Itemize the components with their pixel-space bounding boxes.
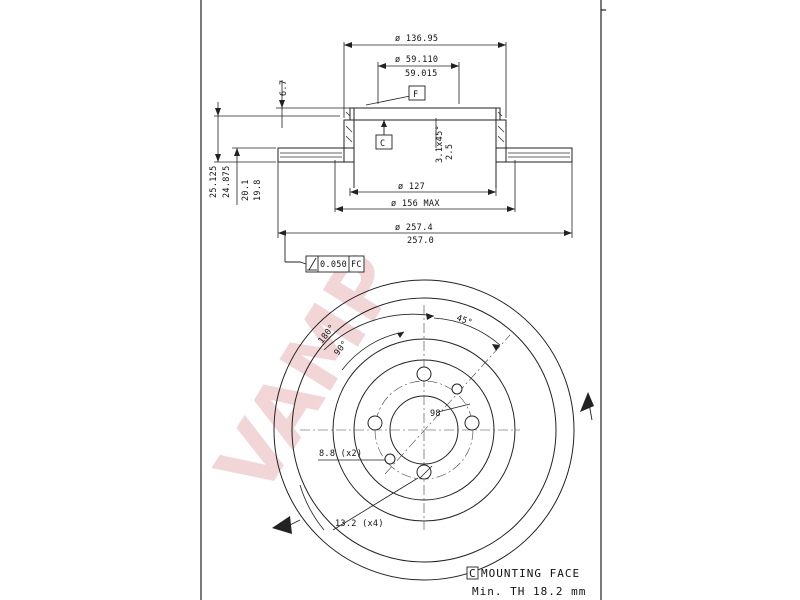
dim-chamfer-b: 2.5: [445, 144, 455, 160]
bolt-hole-top: [416, 366, 432, 382]
dim-height-d: 19.8: [253, 179, 263, 201]
dim-vent-dia: ø 156 MAX: [391, 199, 440, 209]
small-hole-b: [384, 453, 396, 465]
bolt-hole-bottom: [416, 464, 432, 480]
tolerance-ref: FC: [351, 260, 362, 270]
bolt-hole-dim: 13.2 (x4): [335, 519, 384, 529]
dim-hub-dia: ø 127: [398, 182, 425, 192]
section-view: [214, 42, 573, 273]
datum-c-label: C: [380, 139, 385, 149]
front-view: [272, 279, 594, 581]
min-thickness-label: Min. TH 18.2 mm: [472, 585, 586, 598]
tolerance-value: 0.050: [320, 260, 347, 270]
dim-height-c: 20.1: [241, 179, 251, 201]
drawing-frame: [200, 0, 606, 600]
bolt-hole-right: [464, 415, 480, 431]
notes: C MOUNTING FACE Min. TH 18.2 mm: [466, 566, 586, 598]
angle-45: 45°: [455, 313, 474, 328]
small-hole-a: [451, 383, 463, 395]
mounting-face-label: MOUNTING FACE: [481, 567, 580, 580]
front-dimensions: 180° 90° 45° 98 8.8 (x2) 13.2 (x4): [316, 313, 473, 529]
friction-outer-ring: [291, 297, 557, 563]
pcd-dim: 98: [430, 409, 441, 419]
dim-chamfer-a: 3.1x45°: [435, 125, 445, 163]
dim-height-b: 24.875: [222, 165, 232, 198]
dim-bore-max: ø 59.110: [395, 55, 438, 65]
svg-text:VAMP: VAMP: [198, 237, 418, 510]
dim-thickness-top: 6.7: [279, 80, 289, 96]
dim-bore-min: 59.015: [405, 69, 438, 79]
dim-height-a: 25.125: [209, 165, 219, 198]
mounting-face-datum: C: [469, 567, 477, 580]
datum-f-label: F: [413, 90, 418, 100]
small-hole-dim: 8.8 (x2): [319, 449, 362, 459]
dim-outer-dia: ø 136.95: [395, 34, 438, 44]
dim-disc-dia-max: ø 257.4: [395, 223, 433, 233]
datum-f-box: [408, 85, 426, 101]
dim-disc-dia-min: 257.0: [407, 236, 434, 246]
watermark: VAMP: [198, 237, 418, 510]
section-dimensions: ø 136.95 ø 59.110 59.015 ø 127 ø 156 MAX…: [209, 34, 455, 270]
bolt-hole-left: [367, 415, 383, 431]
disc-outer-edge: [273, 279, 575, 581]
